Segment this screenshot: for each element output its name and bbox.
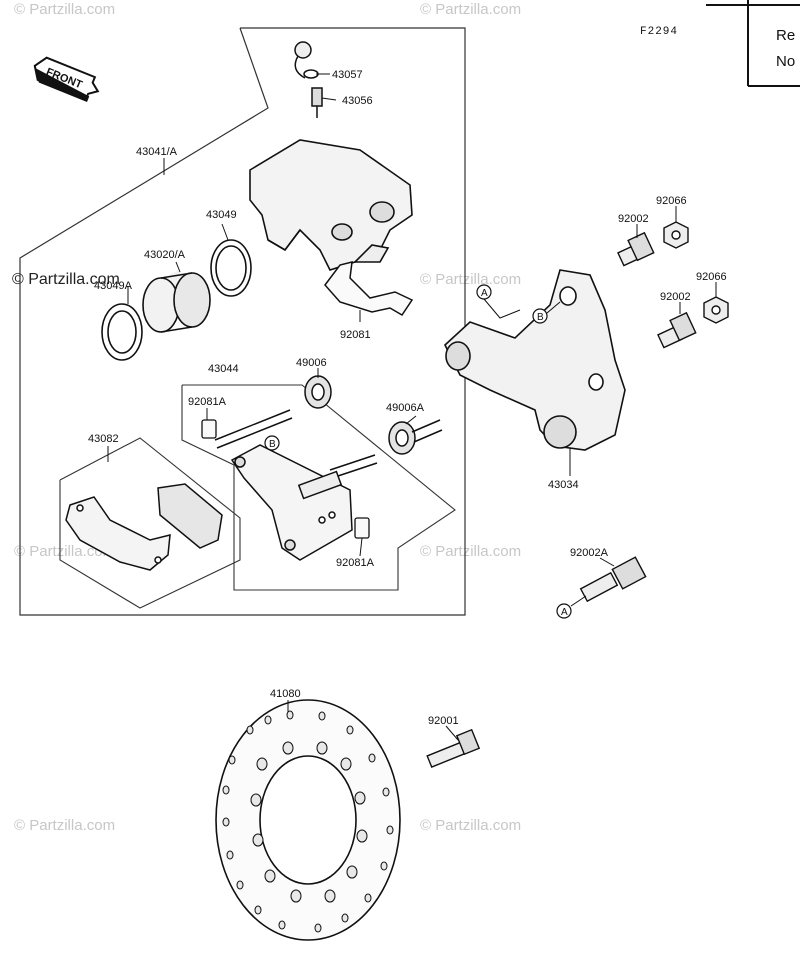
part-label[interactable]: 92002 <box>660 291 691 303</box>
dust-seal-43049a <box>101 303 143 361</box>
diagram-code: F2294 <box>640 26 678 38</box>
boot-49006 <box>304 375 332 409</box>
marker-b: B <box>532 301 561 324</box>
pad-clip-92081a-upper <box>201 419 217 439</box>
part-label[interactable]: 92081A <box>188 396 227 408</box>
part-label[interactable]: 49006A <box>386 402 425 414</box>
marker-a: A <box>556 595 587 619</box>
caliper-holder-43044 <box>214 409 378 561</box>
watermark: © Partzilla.com <box>420 1 521 18</box>
marker-b-label: B <box>537 312 544 323</box>
watermark: © Partzilla.com <box>14 543 115 560</box>
part-label[interactable]: 43049 <box>206 209 237 221</box>
part-labels: 43057 43056 43041/A 43049 43020/A 43049A… <box>88 69 727 727</box>
watermark: © Partzilla.com <box>420 543 521 560</box>
part-label[interactable]: 43020/A <box>144 249 186 261</box>
brake-pad-outline <box>59 437 241 609</box>
ref-header: Re No <box>706 0 800 87</box>
bolt-92002a <box>579 556 647 603</box>
part-label[interactable]: 43034 <box>548 479 579 491</box>
watermark: © Partzilla.com <box>12 271 120 288</box>
part-label[interactable]: 43057 <box>332 69 363 81</box>
bleeder-valve-43056 <box>311 87 323 118</box>
part-label[interactable]: 92081A <box>336 557 375 569</box>
bleeder-cap-43057 <box>294 41 319 79</box>
brake-disc-41080 <box>215 699 401 941</box>
leader-lines <box>107 73 717 741</box>
piston-seal-43049 <box>210 239 252 297</box>
pad-spring-92081 <box>324 261 414 317</box>
part-label[interactable]: 92066 <box>696 271 727 283</box>
part-label[interactable]: 43082 <box>88 433 119 445</box>
part-label[interactable]: 41080 <box>270 688 301 700</box>
front-arrow-icon: FRONT <box>33 56 100 102</box>
caliper-assembly-outline <box>19 27 466 616</box>
watermarks: © Partzilla.com © Partzilla.com © Partzi… <box>12 1 521 834</box>
watermark: © Partzilla.com <box>420 271 521 288</box>
nut-92066-lower <box>703 296 729 324</box>
part-label[interactable]: 92066 <box>656 195 687 207</box>
nut-92066-upper <box>663 221 689 249</box>
bolt-92001 <box>426 728 481 768</box>
part-label[interactable]: 92002A <box>570 547 609 559</box>
caliper-body-43041 <box>249 139 413 271</box>
ref-header-line1: Re <box>776 27 795 44</box>
holder-assembly-outline <box>181 384 456 591</box>
watermark: © Partzilla.com <box>14 1 115 18</box>
caliper-bracket-43034 <box>444 269 626 451</box>
part-label[interactable]: 92002 <box>618 213 649 225</box>
part-label[interactable]: 43049A <box>94 280 133 292</box>
ref-header-line2: No <box>776 53 795 70</box>
part-label[interactable]: 49006 <box>296 357 327 369</box>
brake-pads-43082 <box>65 483 223 571</box>
part-label[interactable]: 43044 <box>208 363 239 375</box>
bolt-92002-lower <box>657 311 697 349</box>
bolt-92002-upper <box>617 231 655 267</box>
disc-holes <box>222 710 394 933</box>
boot-49006a <box>388 419 443 455</box>
watermark: © Partzilla.com <box>420 817 521 834</box>
part-label[interactable]: 43041/A <box>136 146 178 158</box>
marker-b: B <box>264 435 280 451</box>
pad-clip-92081a-lower <box>354 517 370 539</box>
marker-a-label: A <box>561 607 568 618</box>
marker-a-label: A <box>481 288 488 299</box>
part-label[interactable]: 92001 <box>428 715 459 727</box>
watermark: © Partzilla.com <box>14 817 115 834</box>
marker-a: A <box>476 284 521 319</box>
part-label[interactable]: 43056 <box>342 95 373 107</box>
piston-43020 <box>142 270 211 333</box>
marker-b-label: B <box>269 439 276 450</box>
reference-markers: A B B A <box>264 284 587 619</box>
part-label[interactable]: 92081 <box>340 329 371 341</box>
